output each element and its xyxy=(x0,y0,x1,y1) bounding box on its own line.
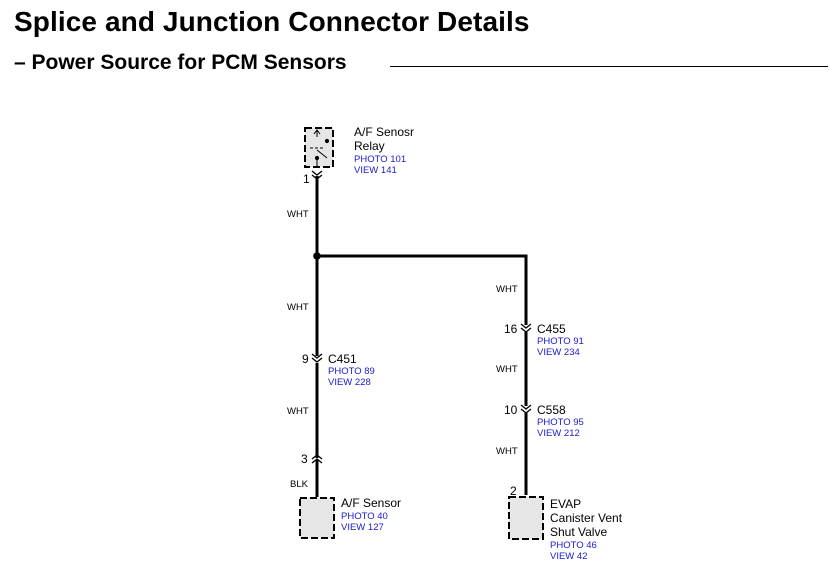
relay-component xyxy=(304,127,334,168)
c558-pin-number: 10 xyxy=(504,403,518,417)
relay-outline xyxy=(304,127,334,168)
af-sensor-component xyxy=(299,497,335,539)
evap-valve-pin-number: 2 xyxy=(510,484,517,498)
evap-valve-photo-link[interactable]: PHOTO 46 xyxy=(550,540,597,551)
af-sensor-photo-link[interactable]: PHOTO 40 xyxy=(341,511,388,522)
c455-view-link[interactable]: VIEW 234 xyxy=(537,347,580,358)
c558-name: C558 xyxy=(537,403,566,417)
relay-switch-icon xyxy=(310,129,330,167)
af-sensor-name: A/F Sensor xyxy=(341,496,401,510)
wire-splice-to-c455 xyxy=(317,254,528,325)
relay-photo-link[interactable]: PHOTO 101 xyxy=(354,154,406,165)
c451-view-link[interactable]: VIEW 228 xyxy=(328,377,371,388)
c455-name: C455 xyxy=(537,322,566,336)
wire-color-splice-to-c451: WHT xyxy=(287,302,309,313)
c455-connector-chevron xyxy=(520,323,532,333)
wire-color-c451-to-sensor: WHT xyxy=(287,406,309,417)
evap-valve-name-line1: EVAP xyxy=(550,497,581,511)
page-title: Splice and Junction Connector Details xyxy=(14,6,530,37)
relay-body xyxy=(305,128,333,167)
af-sensor-connector-chevron xyxy=(311,454,323,464)
relay-pin-number: 1 xyxy=(303,172,310,186)
af-sensor-view-link[interactable]: VIEW 127 xyxy=(341,522,384,533)
subtitle-rule xyxy=(390,66,828,67)
relay-name-line1: A/F Senosr xyxy=(354,125,414,139)
wire-color-sensor-lead: BLK xyxy=(290,479,309,490)
wire-color-splice-to-c455: WHT xyxy=(496,284,518,295)
relay-name-line2: Relay xyxy=(354,139,385,153)
evap-valve-name-line3: Shut Valve xyxy=(550,525,607,539)
c455-photo-link[interactable]: PHOTO 91 xyxy=(537,336,584,347)
c558-photo-link[interactable]: PHOTO 95 xyxy=(537,417,584,428)
wire-color-relay-to-splice: WHT xyxy=(287,209,309,220)
relay-connector-chevron xyxy=(311,170,323,180)
wire-color-c455-to-c558: WHT xyxy=(496,364,518,375)
c455-pin-number: 16 xyxy=(504,322,518,336)
wires xyxy=(315,176,528,497)
c558-view-link[interactable]: VIEW 212 xyxy=(537,428,580,439)
evap-valve-body xyxy=(509,497,543,539)
evap-valve-view-link[interactable]: VIEW 42 xyxy=(550,551,588,562)
evap-valve-outline xyxy=(508,496,544,540)
wire-color-c558-to-evap: WHT xyxy=(496,446,518,457)
section-subtitle: – Power Source for PCM Sensors xyxy=(14,51,359,75)
c451-connector-chevron xyxy=(311,353,323,363)
c558-connector-chevron xyxy=(520,404,532,414)
af-sensor-outline xyxy=(299,497,335,539)
af-sensor-pin-number: 3 xyxy=(301,452,308,466)
relay-view-link[interactable]: VIEW 141 xyxy=(354,165,397,176)
c451-pin-number: 9 xyxy=(302,352,309,366)
af-sensor-body xyxy=(300,498,334,538)
c451-photo-link[interactable]: PHOTO 89 xyxy=(328,366,375,377)
evap-valve-name-line2: Canister Vent xyxy=(550,511,623,525)
splice-point xyxy=(313,252,321,260)
evap-valve-component xyxy=(508,496,544,540)
c451-name: C451 xyxy=(328,352,357,366)
